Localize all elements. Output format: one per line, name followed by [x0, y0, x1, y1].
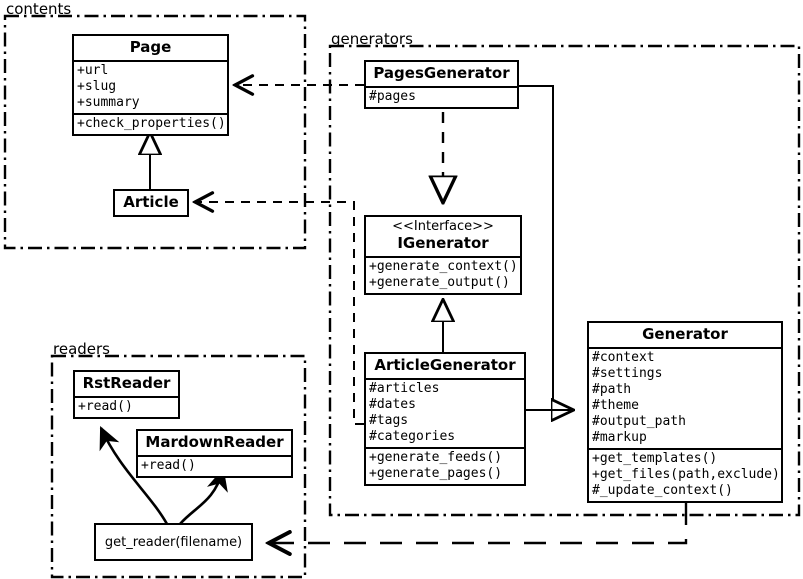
attribute-row: #categories — [369, 429, 456, 445]
attribute-row: #output_path — [592, 414, 686, 430]
class-name-article-generator: ArticleGenerator — [374, 356, 516, 374]
connector-generator-uses-get_reader — [270, 503, 688, 543]
attribute-row: +slug — [77, 79, 117, 95]
connector-pagesgenerator-extends-generator — [519, 85, 573, 410]
operation-row: +read() — [78, 399, 133, 415]
connector-get_reader-returns-rstreader — [99, 426, 169, 525]
connector-articlegenerator-uses-article — [196, 202, 364, 425]
package-label-contents: contents — [6, 0, 72, 18]
operation-row: +generate_feeds() — [369, 450, 503, 466]
class-operations-igenerator: +generate_context() +generate_output() — [366, 256, 520, 293]
class-box-pages-generator[interactable]: PagesGenerator #pages — [364, 60, 519, 110]
attribute-row: #theme — [592, 398, 639, 414]
class-name-article: Article — [123, 193, 179, 211]
attribute-row: +summary — [77, 95, 140, 111]
class-operations-article-generator: +generate_feeds() +generate_pages() — [366, 447, 524, 484]
class-operations-page: +check_properties() — [74, 113, 227, 134]
class-box-article-generator[interactable]: ArticleGenerator #articles #dates #tags … — [364, 352, 526, 487]
operation-row: +generate_context() — [369, 259, 518, 275]
package-label-readers: readers — [53, 340, 110, 358]
class-name-generator: Generator — [642, 325, 728, 343]
class-attributes-page: +url +slug +summary — [74, 60, 227, 113]
class-name-mardown-reader: MardownReader — [145, 433, 284, 451]
attribute-row: #context — [592, 350, 655, 366]
operation-row: +generate_pages() — [369, 466, 503, 482]
class-operations-mardown-reader: +read() — [138, 455, 291, 476]
package-frame-readers — [50, 354, 307, 579]
class-name-rst-reader: RstReader — [82, 374, 171, 392]
operation-row: #_update_context() — [592, 483, 733, 499]
class-box-article[interactable]: Article — [113, 189, 189, 218]
class-box-generator[interactable]: Generator #context #settings #path #them… — [587, 321, 783, 504]
operation-row: +get_files(path,exclude) — [592, 467, 780, 483]
class-operations-rst-reader: +read() — [75, 396, 178, 417]
package-frame-generators — [328, 44, 801, 517]
class-name-igenerator: IGenerator — [397, 233, 489, 252]
attribute-row: #pages — [369, 89, 416, 105]
function-name-get-reader: get_reader(filename) — [104, 534, 243, 550]
class-name-page: Page — [129, 38, 172, 56]
operation-row: +check_properties() — [77, 116, 226, 132]
function-box-get-reader[interactable]: get_reader(filename) — [94, 523, 253, 561]
class-box-igenerator[interactable]: <<Interface>> IGenerator +generate_conte… — [364, 215, 522, 296]
attribute-row: +url — [77, 63, 109, 79]
operation-row: +read() — [141, 458, 196, 474]
class-name-pages-generator: PagesGenerator — [373, 64, 510, 82]
class-box-page[interactable]: Page +url +slug +summary +check_properti… — [72, 34, 229, 137]
attribute-row: #markup — [592, 430, 647, 446]
attribute-row: #articles — [369, 381, 440, 397]
operation-row: +generate_output() — [369, 275, 510, 291]
class-stereotype-igenerator: <<Interface>> — [392, 219, 494, 234]
class-attributes-generator: #context #settings #path #theme #output_… — [589, 347, 781, 448]
class-operations-generator: +get_templates() +get_files(path,exclude… — [589, 448, 781, 501]
package-label-generators: generators — [331, 30, 413, 48]
attribute-row: #settings — [592, 366, 663, 382]
class-attributes-pages-generator: #pages — [366, 86, 517, 107]
class-attributes-article-generator: #articles #dates #tags #categories — [366, 378, 524, 447]
class-box-mardown-reader[interactable]: MardownReader +read() — [136, 429, 293, 479]
attribute-row: #path — [592, 382, 632, 398]
operation-row: +get_templates() — [592, 451, 718, 467]
attribute-row: #tags — [369, 413, 409, 429]
package-frame-contents — [3, 14, 307, 250]
attribute-row: #dates — [369, 397, 416, 413]
class-box-rst-reader[interactable]: RstReader +read() — [73, 370, 180, 420]
